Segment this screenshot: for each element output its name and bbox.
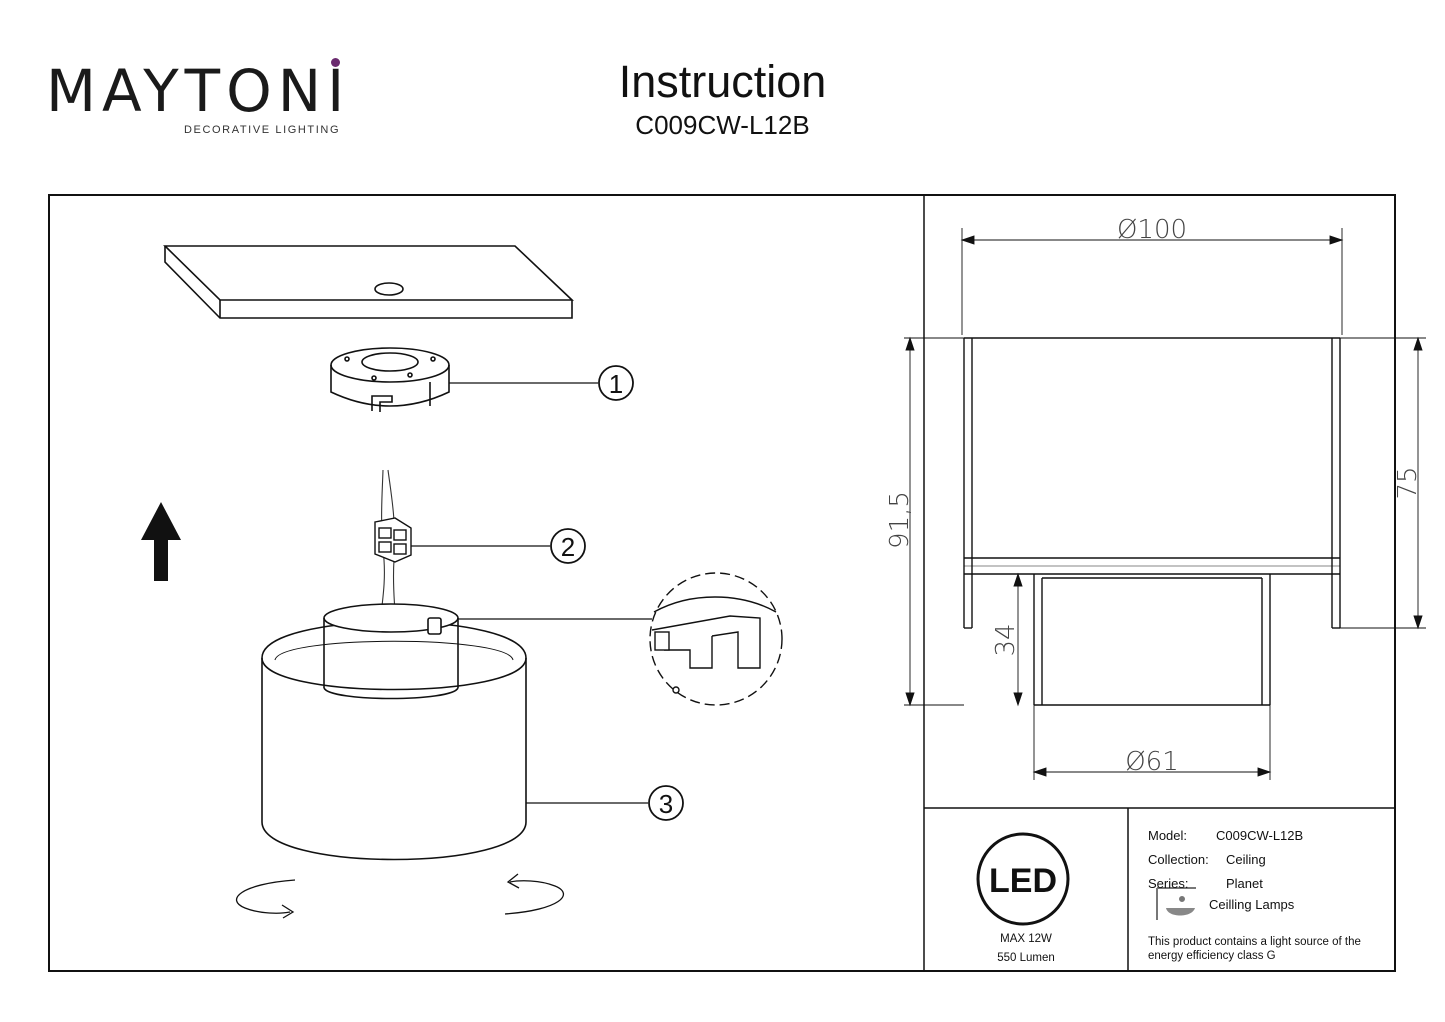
lamp-outline-side-view [963, 337, 1341, 706]
spec-type-value: Ceilling Lamps [1209, 897, 1295, 912]
callout-circle-3 [648, 785, 684, 821]
detail-zoom-circle [649, 572, 783, 706]
callout-number-3: 3 [659, 789, 673, 819]
spec-model-label: Model: [1148, 828, 1188, 843]
rotate-left-icon [235, 879, 296, 919]
spec-collection-value: Ceiling [1226, 852, 1266, 867]
callout-circle-1 [598, 365, 634, 401]
spec-series-value: Planet [1226, 876, 1263, 891]
page-model-number: C009CW-L12B [635, 110, 810, 140]
page-title: Instruction [618, 56, 827, 107]
dimension-lines [904, 228, 1426, 780]
mounting-ring [330, 347, 450, 412]
ceiling-lamp-icon [1156, 887, 1196, 920]
dim-inner-height: 34 [991, 623, 1021, 656]
led-lumen: 550 Lumen [997, 952, 1055, 964]
led-badge-circle [976, 832, 1070, 926]
callout-number-1: 1 [609, 369, 623, 399]
dim-total-height: 91,5 [885, 491, 915, 549]
arrow-up-icon [141, 502, 181, 581]
brand-tagline: DECORATIVE LIGHTING [184, 124, 341, 136]
led-badge-label: LED [989, 862, 1057, 900]
led-max-power: MAX 12W [1000, 933, 1052, 945]
callout-number-2: 2 [561, 532, 575, 562]
dim-top-diameter: Ø100 [1117, 215, 1187, 245]
drawing-frame [48, 194, 1396, 972]
spec-collection-label: Collection: [1148, 852, 1209, 867]
callout-circle-2 [550, 528, 586, 564]
dim-bottom-diameter: Ø61 [1125, 747, 1179, 777]
energy-class-line-1: This product contains a light source of … [1148, 936, 1361, 948]
ceiling-plate [163, 245, 575, 319]
brand-logo-text: MAYTONI [46, 57, 351, 125]
terminal-block [374, 517, 412, 563]
rotate-right-icon [504, 873, 565, 915]
brand-logo-dot [331, 58, 340, 67]
spec-model-value: C009CW-L12B [1216, 828, 1304, 843]
spec-series-label: Series: [1148, 876, 1189, 891]
lamp-body [261, 603, 527, 861]
dim-body-height: 75 [1393, 466, 1423, 499]
energy-class-line-2: energy efficiency class G [1148, 950, 1276, 962]
